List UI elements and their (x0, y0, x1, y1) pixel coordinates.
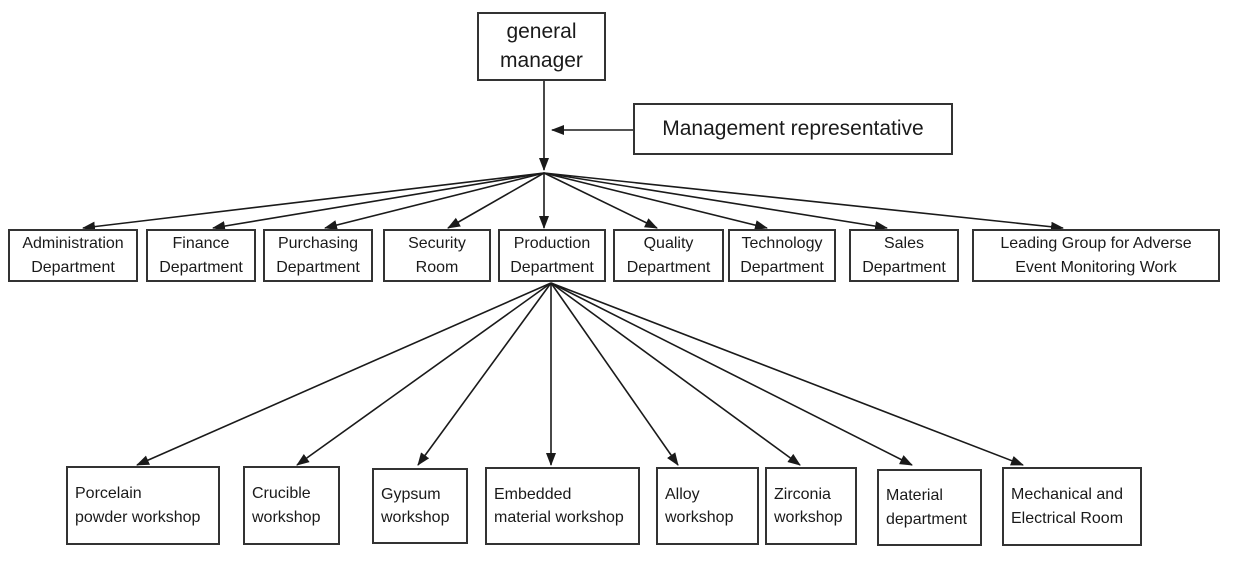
node-security-room: Security Room (383, 229, 491, 282)
node-finance-department: Finance Department (146, 229, 256, 282)
node-porcelain-powder-workshop: Porcelain powder workshop (66, 466, 220, 545)
node-crucible-workshop: Crucible workshop (243, 466, 340, 545)
edge-to-mechanical (550, 282, 1024, 466)
node-alloy-workshop: Alloy workshop (656, 467, 759, 545)
node-purchasing-department: Purchasing Department (263, 229, 373, 282)
edge-to-sales (543, 172, 888, 232)
edge-to-zirconia (550, 282, 801, 466)
node-sales-department: Sales Department (849, 229, 959, 282)
node-embedded-material-workshop: Embedded material workshop (485, 467, 640, 545)
edge-to-technology (543, 172, 768, 230)
edge-to-security (447, 172, 545, 229)
node-quality-department: Quality Department (613, 229, 724, 282)
node-zirconia-workshop: Zirconia workshop (765, 467, 857, 545)
edge-to-finance (212, 172, 545, 231)
edge-to-porcelain (136, 282, 552, 466)
edge-to-purchasing (324, 172, 545, 230)
edge-to-crucible (296, 282, 552, 466)
node-material-department: Material department (877, 469, 982, 546)
node-leading-group-adverse-event-monitoring: Leading Group for Adverse Event Monitori… (972, 229, 1220, 282)
node-administration-department: Administration Department (8, 229, 138, 282)
edge-to-quality (543, 172, 658, 229)
node-management-representative: Management representative (633, 103, 953, 155)
node-technology-department: Technology Department (728, 229, 836, 282)
node-production-department: Production Department (498, 229, 606, 282)
edge-to-material (550, 282, 913, 466)
node-gypsum-workshop: Gypsum workshop (372, 468, 468, 544)
node-general-manager: general manager (477, 12, 606, 81)
node-mechanical-electrical-room: Mechanical and Electrical Room (1002, 467, 1142, 546)
edge-to-alloy (550, 282, 679, 466)
edge-to-gypsum (417, 282, 552, 466)
edge-to-administration (82, 172, 545, 232)
edge-to-leading-group (543, 172, 1064, 232)
